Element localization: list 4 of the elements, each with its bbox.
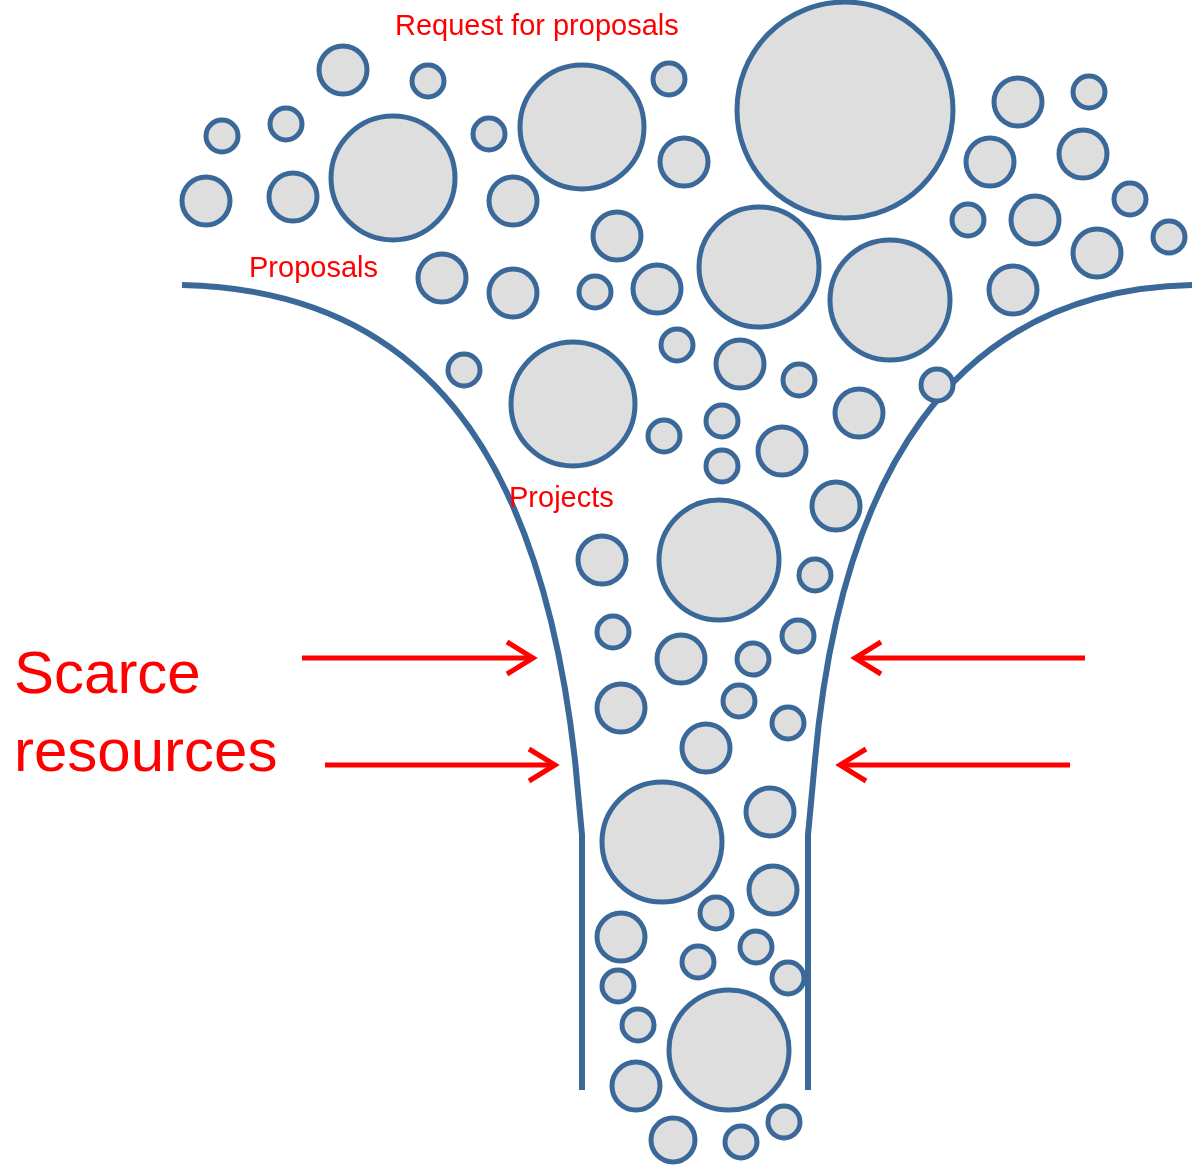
stage-label: Projects <box>509 480 614 515</box>
stage-label: Proposals <box>249 250 378 285</box>
stage-label: Request for proposals <box>395 8 679 43</box>
annotation-text: Scarce resources <box>14 638 279 786</box>
